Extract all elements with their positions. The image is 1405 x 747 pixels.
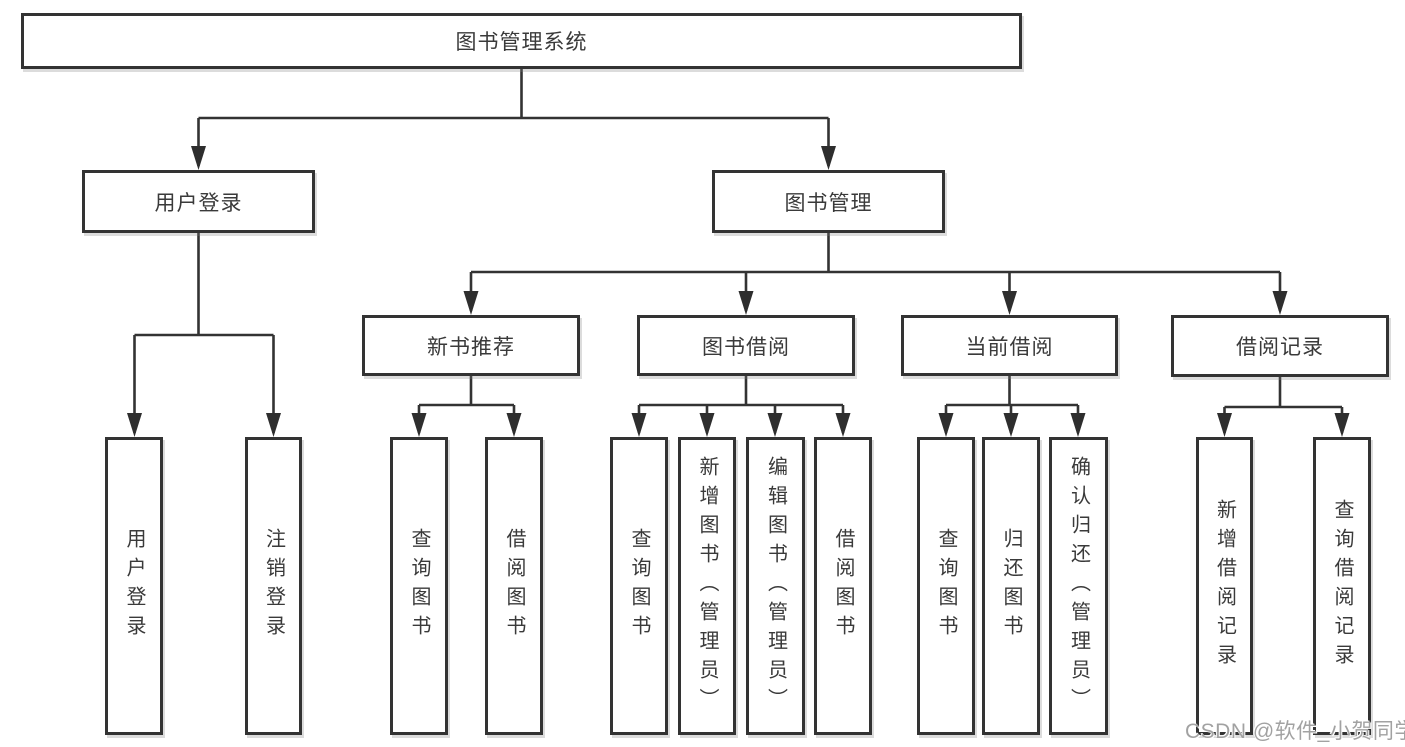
- node-current-borrow: 当前借阅: [901, 315, 1118, 376]
- arrow-to-leaf-bb-query: [631, 413, 647, 437]
- leaf-bb-add-books: 新增图书（管理员）: [678, 437, 736, 735]
- edge-bookborrow-to-leaves: [637, 376, 845, 433]
- leaf-bb-query-books: 查询图书: [610, 437, 668, 735]
- node-root: 图书管理系统: [21, 13, 1022, 69]
- arrow-to-leaf-logout: [266, 413, 281, 437]
- leaf-bb-borrow-books-label: 借阅图书: [832, 528, 854, 644]
- leaf-br-query-record: 查询借阅记录: [1313, 437, 1371, 735]
- leaf-rec-query-books: 查询图书: [390, 437, 448, 735]
- leaf-rec-query-books-label: 查询图书: [408, 528, 430, 644]
- leaf-user-login-label: 用户登录: [123, 528, 145, 644]
- arrow-to-leaf-cb-return: [1003, 413, 1019, 437]
- leaf-logout-label: 注销登录: [262, 528, 285, 644]
- node-borrow-records-label: 借阅记录: [1236, 336, 1324, 359]
- leaf-br-add-record-label: 新增借阅记录: [1213, 499, 1236, 673]
- arrow-to-leaf-bb-borrow: [835, 413, 851, 437]
- arrow-to-leaf-user-login: [127, 413, 142, 437]
- arrow-to-borrow-records: [1272, 291, 1288, 315]
- leaf-rec-borrow-books-label: 借阅图书: [503, 528, 525, 644]
- connector-strokes: [133, 69, 1344, 433]
- edge-root-to-level2: [197, 69, 830, 166]
- node-user-login: 用户登录: [82, 170, 315, 233]
- arrow-to-new-book-rec: [463, 291, 479, 315]
- edge-newbookrec-to-leaves: [417, 376, 516, 433]
- leaf-rec-borrow-books: 借阅图书: [485, 437, 543, 735]
- node-new-book-rec-label: 新书推荐: [427, 335, 515, 359]
- node-book-mgmt: 图书管理: [712, 170, 945, 233]
- leaf-bb-add-books-label: 新增图书（管理员）: [696, 455, 718, 717]
- arrow-to-user-login: [191, 146, 206, 170]
- leaf-cb-return-books-label: 归还图书: [1000, 528, 1022, 644]
- leaf-cb-confirm-return: 确认归还（管理员）: [1049, 437, 1108, 735]
- arrow-to-leaf-rec-borrow: [506, 413, 522, 437]
- edge-userlogin-to-leaves: [133, 233, 275, 433]
- edge-borrowrecords-to-leaves: [1223, 377, 1344, 433]
- node-borrow-records: 借阅记录: [1171, 315, 1389, 377]
- leaf-cb-query-books: 查询图书: [917, 437, 975, 735]
- arrow-to-leaf-br-query: [1334, 413, 1350, 437]
- node-book-borrow-label: 图书借阅: [702, 335, 790, 359]
- arrow-to-leaf-rec-query: [411, 413, 427, 437]
- node-current-borrow-label: 当前借阅: [965, 335, 1054, 359]
- leaf-br-query-record-label: 查询借阅记录: [1331, 499, 1353, 673]
- arrow-to-leaf-cb-query: [938, 413, 954, 437]
- arrowheads: [127, 146, 1350, 437]
- leaf-cb-confirm-return-label: 确认归还（管理员）: [1067, 455, 1090, 717]
- node-new-book-rec: 新书推荐: [362, 315, 580, 376]
- leaf-bb-edit-books: 编辑图书（管理员）: [746, 437, 805, 735]
- edge-bookmgmt-to-level3: [469, 233, 1282, 311]
- node-book-mgmt-label: 图书管理: [784, 191, 873, 215]
- leaf-cb-return-books: 归还图书: [982, 437, 1040, 735]
- node-root-label: 图书管理系统: [455, 31, 588, 54]
- node-book-borrow: 图书借阅: [637, 315, 855, 376]
- arrow-to-leaf-bb-edit: [767, 413, 783, 437]
- leaf-logout: 注销登录: [245, 437, 302, 735]
- arrow-to-book-mgmt: [821, 146, 836, 170]
- node-user-login-label: 用户登录: [154, 191, 243, 215]
- watermark: CSDN @软件_小贺同学: [1185, 720, 1405, 743]
- arrow-to-leaf-bb-add: [699, 413, 715, 437]
- arrow-to-book-borrow: [738, 291, 754, 315]
- leaf-cb-query-books-label: 查询图书: [935, 528, 957, 644]
- leaf-user-login: 用户登录: [105, 437, 163, 735]
- arrow-to-leaf-br-add: [1217, 413, 1232, 437]
- leaf-bb-borrow-books: 借阅图书: [814, 437, 872, 735]
- leaf-br-add-record: 新增借阅记录: [1196, 437, 1253, 735]
- arrow-to-leaf-cb-confirm: [1070, 413, 1086, 437]
- arrow-to-current-borrow: [1002, 291, 1017, 315]
- leaf-bb-edit-books-label: 编辑图书（管理员）: [764, 455, 787, 717]
- leaf-bb-query-books-label: 查询图书: [628, 528, 650, 644]
